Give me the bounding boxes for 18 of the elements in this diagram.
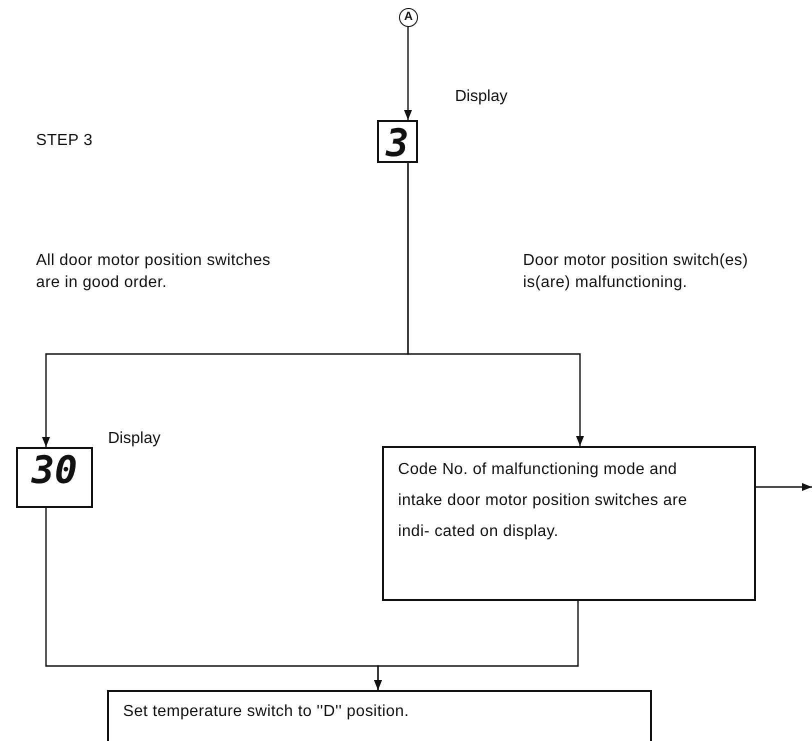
box-text: Set temperature switch to ''D'' position. [123,702,410,722]
process-box [382,446,756,601]
display-caption: Display [108,430,160,448]
display-digits: 3 [386,124,409,161]
display-caption: Display [455,88,508,106]
box-text: Code No. of malfunctioning mode and intake door motor position switches are indi- cated on display. [398,460,688,542]
digit-display [377,120,418,163]
process-box [107,690,652,741]
step-heading: STEP 3 [36,131,94,151]
display-digits: 30 [32,451,78,494]
arrow [407,163,584,446]
arrow [756,483,812,491]
connector-circle: A [399,8,418,27]
arrow [374,601,579,690]
branch-condition: All door motor position switches are in good order. [36,251,272,293]
branch-condition: Door motor position switch(es) is(are) malfunctioning. [523,251,750,293]
digit-display [16,447,93,508]
arrow [404,27,412,120]
